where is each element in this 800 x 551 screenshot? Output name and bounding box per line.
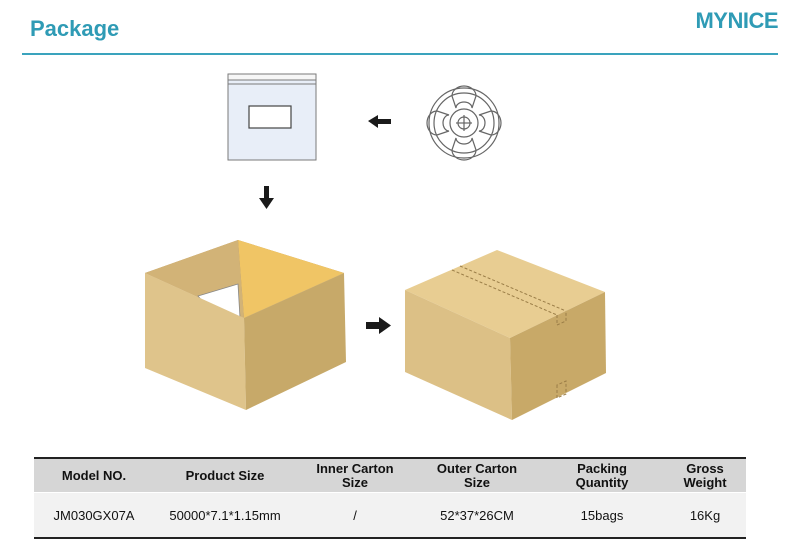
arrow-down-icon [259,186,274,209]
spec-table-header-row: Model NO. Product Size Inner Carton Size… [34,457,746,493]
arrow-right-icon [366,317,391,334]
brand-logo: MYNICE [695,8,778,33]
sealed-carton-icon [405,250,606,420]
header-inner-carton-size: Inner Carton Size [296,457,414,493]
cell-gross-weight: 16Kg [664,492,746,539]
header-product-size: Product Size [154,457,296,493]
spec-table: Model NO. Product Size Inner Carton Size… [34,457,746,539]
tape-reel-icon [426,85,502,161]
header-gross-weight: Gross Weight [664,457,746,493]
table-row: JM030GX07A 50000*7.1*1.15mm / 52*37*26CM… [34,492,746,539]
header-outer-carton-size: Outer Carton Size [414,457,540,493]
open-carton-icon [145,240,346,410]
cell-packing-quantity: 15bags [540,492,664,539]
arrow-left-icon [368,115,391,128]
page-title: Package [30,16,120,41]
cell-inner-carton-size: / [296,492,414,539]
cell-product-size: 50000*7.1*1.15mm [154,492,296,539]
header-divider [22,53,778,55]
packaging-illustration [145,73,606,420]
header-packing-quantity: Packing Quantity [540,457,664,493]
cell-model-no: JM030GX07A [34,492,154,539]
cell-outer-carton-size: 52*37*26CM [414,492,540,539]
anti-static-bag-icon [227,73,317,161]
header-model-no: Model NO. [34,457,154,493]
